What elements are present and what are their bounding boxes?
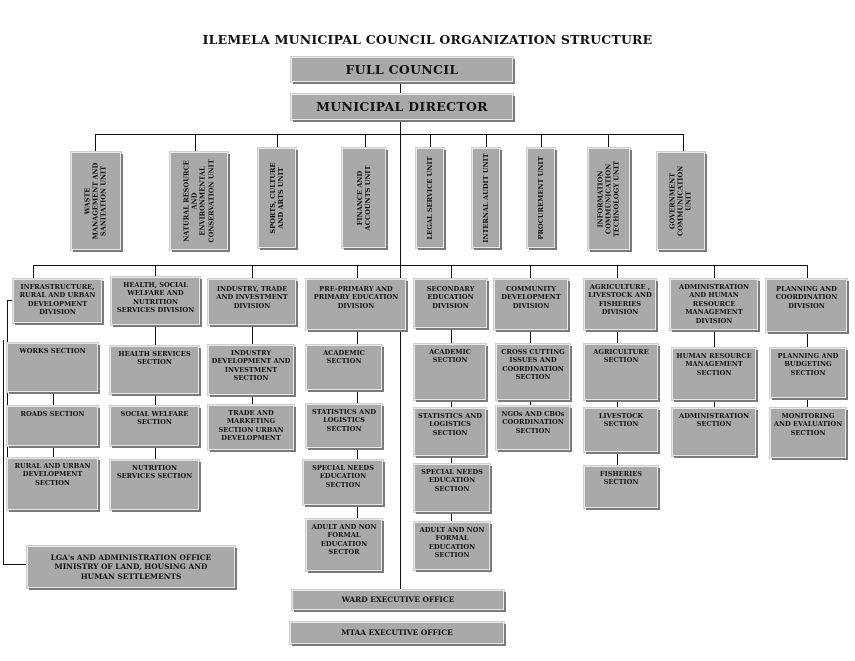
section-health-services: HEALTH SERVICES SECTION xyxy=(110,346,199,394)
division-health: HEALTH, SOCIAL WELFARE AND NUTRITION SER… xyxy=(111,277,200,325)
lga-administration-office: LGA's AND ADMINISTRATION OFFICE MINISTRY… xyxy=(27,546,235,588)
section-roads: ROADS SECTION xyxy=(7,406,98,446)
division-planning: PLANNING AND COORDINATION DIVISION xyxy=(766,279,847,332)
page-title: ILEMELA MUNICIPAL COUNCIL ORGANIZATION S… xyxy=(202,32,653,47)
unit-internal-audit: INTERNAL AUDIT UNIT xyxy=(472,148,500,248)
division-secondary: SECONDARY EDUCATION DIVISION xyxy=(414,279,487,328)
ward-executive-office: WARD EXECUTIVE OFFICE xyxy=(292,590,504,610)
section-administration: ADMINISTRATION SECTION xyxy=(672,408,756,456)
section-pp-special-needs: SPECIAL NEEDS EDUCATION SECTION xyxy=(303,460,383,505)
section-ngos-cbos: NGOs AND CBOs COORDINATION SECTION xyxy=(496,406,570,450)
division-community: COMMUNITY DEVELOPMENT DIVISION xyxy=(494,279,568,330)
municipal-director-box: MUNICIPAL DIRECTOR xyxy=(291,94,513,120)
section-cross-cutting: CROSS CUTTING ISSUES AND COORDINATION SE… xyxy=(496,344,570,400)
unit-government-communication: GOVERNMENT COMMUNICATION UNIT xyxy=(657,152,705,250)
section-trade-marketing: TRADE AND MARKETING SECTION URBAN DEVELO… xyxy=(208,405,294,450)
division-pre-primary: PRE-PRIMARY AND PRIMARY EDUCATION DIVISI… xyxy=(306,279,406,330)
section-pp-academic: ACADEMIC SECTION xyxy=(306,345,382,390)
section-sec-statistics: STATISTICS AND LOGISTICS SECTION xyxy=(414,408,486,456)
unit-legal-service: LEGAL SERVICE UNIT xyxy=(416,148,444,248)
section-pp-adult-education: ADULT AND NON FORMAL EDUCATION SECTOR xyxy=(306,519,382,571)
unit-finance: FINANCE AND ACCOUNTS UNIT xyxy=(342,148,386,248)
division-administration: ADMINISTRATION AND HUMAN RESOURCE MANAGE… xyxy=(670,279,758,330)
section-sec-adult-education: ADULT AND NON FORMAL EDUCATION SECTION xyxy=(414,522,490,570)
section-industry-development: INDUSTRY DEVELOPMENT AND INVESTMENT SECT… xyxy=(208,345,294,395)
section-sec-academic: ACADEMIC SECTION xyxy=(414,344,486,400)
section-sec-special-needs: SPECIAL NEEDS EDUCATION SECTION xyxy=(414,464,490,512)
section-rural-urban-development: RURAL AND URBAN DEVELOPMENT SECTION xyxy=(7,458,98,510)
section-livestock: LIVESTOCK SECTION xyxy=(584,408,658,452)
section-monitoring-evaluation: MONITORING AND EVALUATION SECTION xyxy=(770,408,846,458)
section-fisheries: FISHERIES SECTION xyxy=(584,466,658,508)
unit-natural-resource: NATURAL RESOURCE AND ENVIRONMENTAL CONSE… xyxy=(170,152,228,250)
division-industry: INDUSTRY, TRADE AND INVESTMENT DIVISION xyxy=(208,279,296,325)
section-human-resource: HUMAN RESOURCE MANAGEMENT SECTION xyxy=(672,348,756,400)
section-agriculture: AGRICULTURE SECTION xyxy=(584,344,658,400)
section-pp-statistics: STATISTICS AND LOGISTICS SECTION xyxy=(306,404,382,448)
section-nutrition-services: NUTRITION SERVICES SECTION xyxy=(110,460,199,510)
division-infrastructure: INFRASTRUCTURE, RURAL AND URBAN DEVELOPM… xyxy=(13,279,102,323)
full-council-box: FULL COUNCIL xyxy=(291,57,513,82)
unit-ict: INFORMATION COMMUNICATION TECHNOLOGY UNI… xyxy=(588,148,630,250)
unit-waste-management: WASTE MANAGEMENT AND SANITATION UNIT xyxy=(71,152,121,250)
section-social-welfare: SOCIAL WELFARE SECTION xyxy=(110,406,199,446)
unit-procurement: PROCUREMENT UNIT xyxy=(527,148,555,248)
mtaa-executive-office: MTAA EXECUTIVE OFFICE xyxy=(290,622,504,644)
section-works: WORKS SECTION xyxy=(7,343,98,392)
section-planning-budgeting: PLANNING AND BUDGETING SECTION xyxy=(770,348,846,398)
division-agriculture: AGRICULTURE , LIVESTOCK AND FISHERIES DI… xyxy=(584,279,656,330)
unit-sports-culture: SPORTS, CULTURE AND ARTS UNIT xyxy=(258,148,296,248)
